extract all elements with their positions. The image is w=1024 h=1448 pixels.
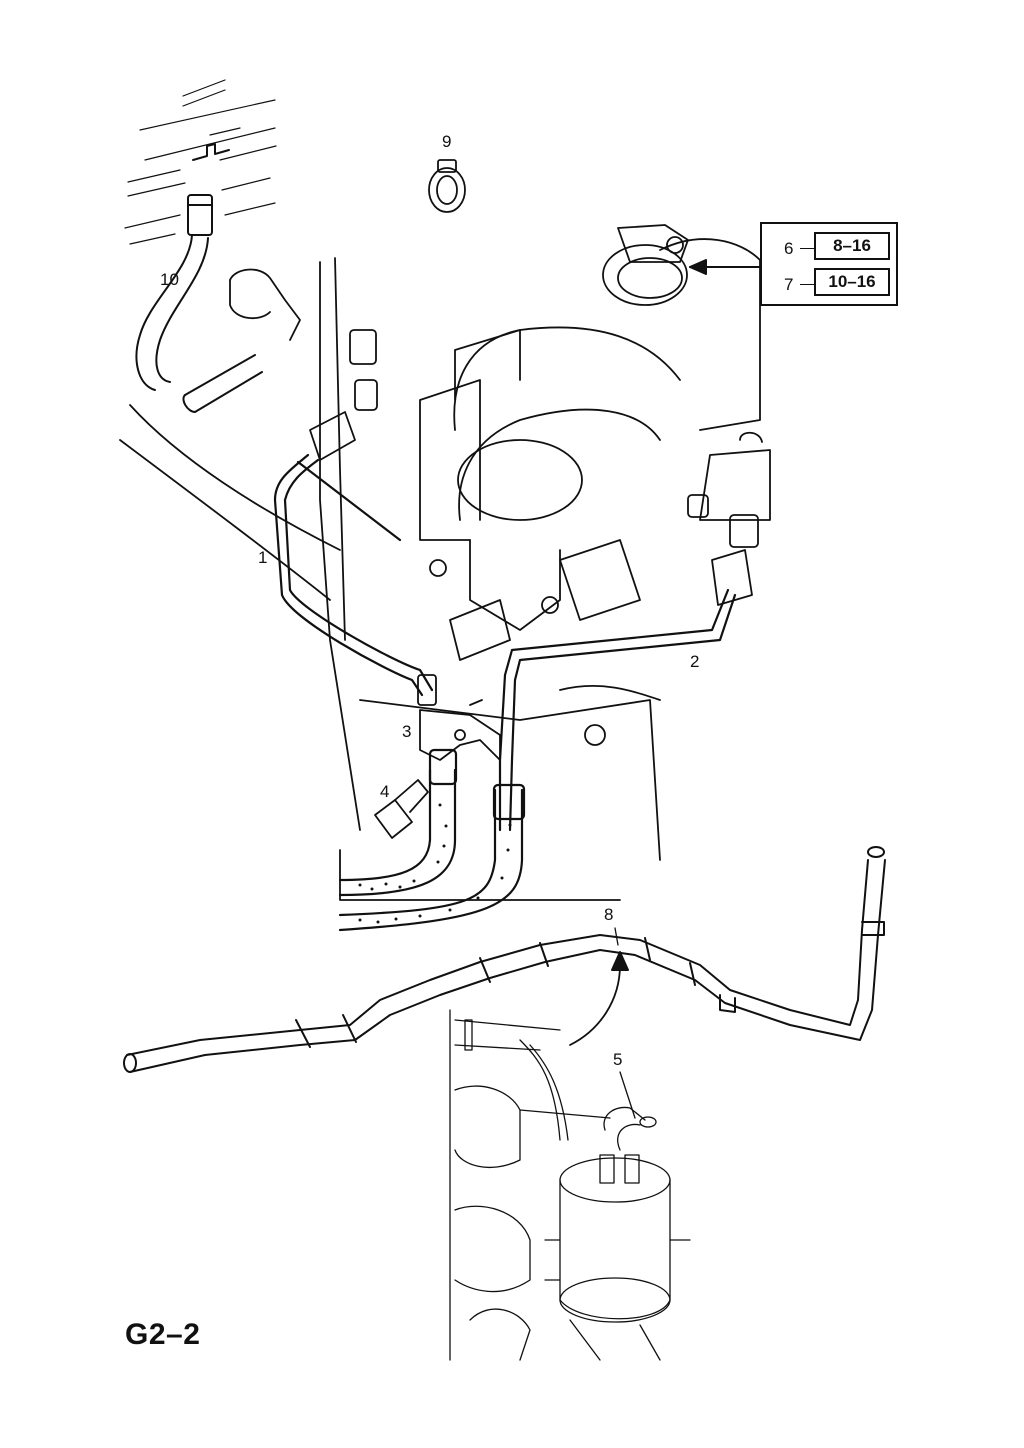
callout-1: 1 xyxy=(258,548,268,567)
arrow-head-pipe xyxy=(611,951,629,971)
vent-pipe-part-8 xyxy=(123,846,886,1073)
bolt-part-4 xyxy=(374,779,429,839)
spec-row-6: 6 8–16 xyxy=(762,226,896,266)
body-panel-hatching xyxy=(124,79,277,245)
direction-arrow-to-pipe xyxy=(569,964,621,1046)
lower-hoses xyxy=(338,748,526,932)
spec-item-number: 7 xyxy=(784,275,794,294)
hose-part-10 xyxy=(135,143,263,413)
arrow-head-clamp xyxy=(689,259,707,275)
spec-leader xyxy=(800,284,814,285)
spec-value: 10–16 xyxy=(814,268,890,296)
callout-4: 4 xyxy=(380,782,390,801)
hose-stipple xyxy=(358,803,512,924)
callout-leaders xyxy=(614,927,636,1119)
spec-item-number: 6 xyxy=(784,239,794,258)
callout-5: 5 xyxy=(613,1050,623,1069)
engine-block xyxy=(119,238,771,901)
intake-elbow xyxy=(429,326,681,746)
spec-row-7: 7 10–16 xyxy=(762,262,896,302)
callout-9: 9 xyxy=(442,132,452,151)
callout-8: 8 xyxy=(604,905,614,924)
pipe-fittings xyxy=(309,329,759,606)
hose-clamp-parts-6-7 xyxy=(602,224,761,306)
spec-leader xyxy=(800,248,814,249)
clamp-size-table: 6 8–16 7 10–16 xyxy=(760,222,898,306)
page-code: G2–2 xyxy=(125,1318,201,1351)
clip-part-9 xyxy=(428,159,466,213)
callout-10: 10 xyxy=(160,270,179,289)
bracket-part-3 xyxy=(417,674,501,761)
inset-canister-view xyxy=(449,1009,691,1361)
callout-2: 2 xyxy=(690,652,700,671)
callout-3: 3 xyxy=(402,722,412,741)
spec-value: 8–16 xyxy=(814,232,890,260)
pipes-1-and-2 xyxy=(273,453,737,832)
